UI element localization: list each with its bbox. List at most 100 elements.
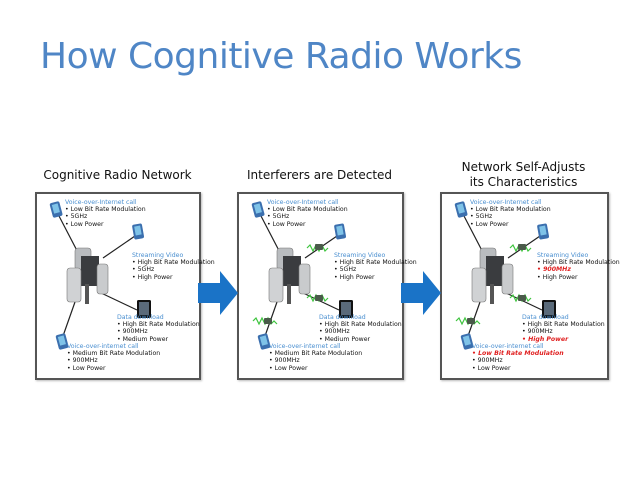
tablet-icon: [137, 300, 151, 318]
label-data-download: Data downloadHigh Bit Rate Modulation900…: [117, 314, 200, 343]
network-diagram: [49, 201, 151, 350]
interferer-icon: [455, 316, 481, 326]
interferer-icon: [509, 243, 532, 253]
panel-cognitive-radio-network: Voice-over-Internet callLow Bit Rate Mod…: [35, 192, 215, 380]
base-station-icon: [268, 247, 311, 304]
panel-heading-2-line-1: Interferers are Detected: [246, 168, 393, 182]
device-property: Medium Bit Rate Modulation: [67, 350, 161, 357]
label-voip-call-1: Voice-over-Internet callLow Bit Rate Mod…: [470, 199, 551, 228]
label-voip-call-1: Voice-over-Internet callLow Bit Rate Mod…: [267, 199, 348, 228]
device-property: Low Power: [269, 365, 362, 372]
device-property: Low Power: [267, 221, 348, 228]
phone-icon: [49, 201, 63, 218]
device-property: High Power: [132, 274, 215, 281]
device-label-title: Data download: [117, 314, 164, 321]
phone-icon: [55, 333, 69, 350]
arrow-right-icon: [198, 271, 238, 315]
device-property: Medium Power: [319, 336, 402, 343]
device-property: Low Power: [470, 221, 551, 228]
adjusted-property: High Power: [522, 336, 605, 343]
label-voip-call-2: Voice-over-internet callLow Bit Rate Mod…: [472, 343, 564, 372]
device-property: 900MHz: [269, 357, 362, 364]
device-property: 5GHz: [334, 266, 417, 273]
device-label-title: Streaming Video: [132, 252, 184, 259]
panel-network-self-adjusts: Voice-over-Internet callLow Bit Rate Mod…: [440, 192, 620, 380]
device-property: High Bit Rate Modulation: [319, 321, 402, 328]
interferer-group: [455, 243, 532, 326]
device-property: High Power: [537, 274, 620, 281]
device-property: High Bit Rate Modulation: [522, 321, 605, 328]
panel-heading-2: Interferers are Detected: [232, 168, 407, 183]
device-label-title: Streaming Video: [334, 252, 386, 259]
device-label-title: Data download: [522, 314, 569, 321]
base-station-icon: [471, 247, 514, 304]
link-voip2: [62, 301, 76, 337]
device-property: 900MHz: [472, 357, 564, 364]
device-property: Low Bit Rate Modulation: [65, 206, 146, 213]
interferer-icon: [306, 293, 329, 303]
link-video: [102, 235, 136, 259]
label-streaming-video: Streaming VideoHigh Bit Rate Modulation5…: [334, 252, 417, 281]
label-data-download: Data downloadHigh Bit Rate Modulation900…: [522, 314, 605, 343]
device-property: 900MHz: [319, 328, 402, 335]
device-property: 5GHz: [132, 266, 215, 273]
adjusted-property: Low Bit Rate Modulation: [472, 350, 564, 357]
label-voip-call-2: Voice-over-internet callMedium Bit Rate …: [67, 343, 160, 372]
device-property: 900MHz: [117, 328, 200, 335]
device-property: 5GHz: [267, 213, 348, 220]
device-property: Medium Bit Rate Modulation: [269, 350, 363, 357]
panel-interferers-detected: Voice-over-Internet callLow Bit Rate Mod…: [237, 192, 417, 380]
phone-icon: [454, 201, 468, 218]
device-property: Low Bit Rate Modulation: [470, 206, 551, 213]
panel-heading-1: Cognitive Radio Network: [30, 168, 205, 183]
panel-heading-3: Network Self-Adjusts its Characteristics: [436, 160, 611, 190]
adjusted-property: 900MHz: [537, 266, 620, 273]
device-property: Low Power: [65, 221, 146, 228]
transition-arrow-1: [198, 271, 238, 315]
device-property: Medium Power: [117, 336, 200, 343]
interferer-icon: [509, 293, 532, 303]
panel-heading-3-line-2: its Characteristics: [469, 175, 578, 189]
device-property: 5GHz: [470, 213, 551, 220]
panel-heading-1-line-1: Cognitive Radio Network: [43, 168, 192, 182]
device-property: 5GHz: [65, 213, 146, 220]
phone-icon: [251, 201, 265, 218]
phone-icon: [257, 333, 271, 350]
device-property: 900MHz: [67, 357, 160, 364]
device-label-title: Voice-over-Internet call: [267, 199, 339, 206]
device-property: 900MHz: [522, 328, 605, 335]
device-property: Low Power: [472, 365, 564, 372]
slide-title: How Cognitive Radio Works: [40, 36, 522, 77]
label-data-download: Data downloadHigh Bit Rate Modulation900…: [319, 314, 402, 343]
device-property: High Bit Rate Modulation: [537, 259, 620, 266]
device-property: High Bit Rate Modulation: [132, 259, 215, 266]
device-property: Low Bit Rate Modulation: [267, 206, 348, 213]
device-property: High Bit Rate Modulation: [117, 321, 200, 328]
transition-arrow-2: [401, 271, 441, 315]
device-label-title: Voice-over-Internet call: [65, 199, 137, 206]
label-voip-call-2: Voice-over-internet callMedium Bit Rate …: [269, 343, 362, 372]
device-label-title: Voice-over-Internet call: [470, 199, 542, 206]
device-label-title: Data download: [319, 314, 366, 321]
base-station-icon: [66, 247, 109, 304]
device-property: High Bit Rate Modulation: [334, 259, 417, 266]
phone-icon: [460, 333, 474, 350]
panel-heading-3-line-1: Network Self-Adjusts: [461, 160, 586, 174]
device-property: High Power: [334, 274, 417, 281]
device-label-title: Voice-over-internet call: [472, 343, 544, 350]
label-streaming-video: Streaming VideoHigh Bit Rate Modulation9…: [537, 252, 620, 281]
network-diagram: [251, 201, 353, 350]
label-voip-call-1: Voice-over-Internet callLow Bit Rate Mod…: [65, 199, 146, 228]
arrow-right-icon: [401, 271, 441, 315]
tablet-icon: [542, 300, 556, 318]
interferer-icon: [306, 243, 329, 253]
interferer-group: [252, 243, 329, 326]
tablet-icon: [339, 300, 353, 318]
device-property: Low Power: [67, 365, 160, 372]
interferer-icon: [252, 316, 278, 326]
device-label-title: Voice-over-internet call: [269, 343, 341, 350]
device-label-title: Voice-over-internet call: [67, 343, 139, 350]
link-data: [98, 291, 138, 311]
label-streaming-video: Streaming VideoHigh Bit Rate Modulation5…: [132, 252, 215, 281]
device-label-title: Streaming Video: [537, 252, 589, 259]
